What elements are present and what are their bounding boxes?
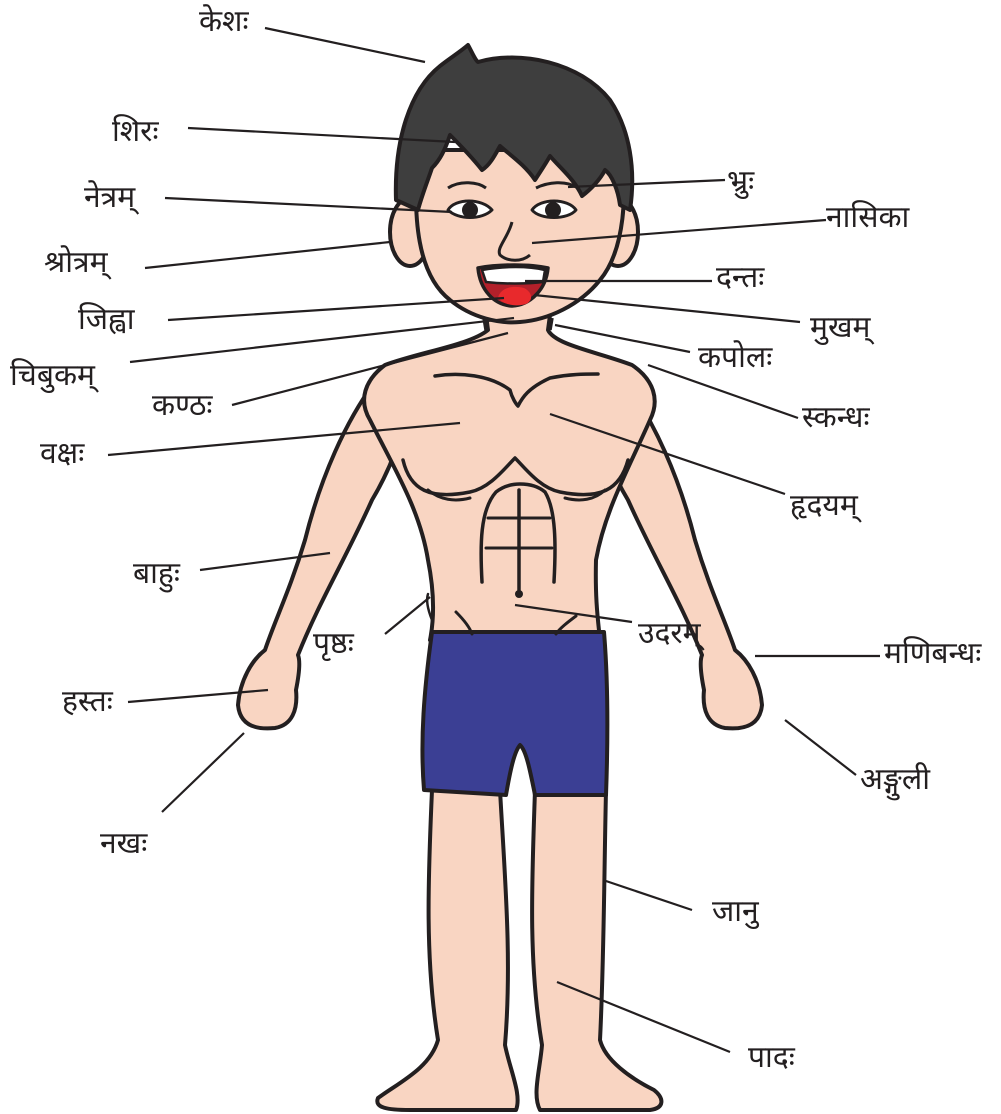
label-bhru: भ्रुः [727,164,754,200]
label-shrotram: श्रोत्रम् [44,245,108,281]
label-danta: दन्तः [716,260,764,296]
label-manibandha: मणिबन्धः [884,636,981,672]
label-nakha: नखः [100,826,147,862]
leader-shrotram [145,242,390,268]
figure-body [238,300,762,1110]
label-hasta: हस्तः [62,684,113,720]
label-vaksha: वक्षः [40,436,84,472]
shorts [422,632,607,795]
label-shira: शिरः [112,114,159,150]
label-skandha: स्कन्धः [802,400,870,436]
label-jihva: जिह्वा [78,302,135,338]
label-netram: नेत्रम् [84,180,135,216]
label-hridayam: हृदयम् [790,488,858,524]
label-janu: जानु [712,894,759,930]
leader-nakha [162,733,244,812]
right-leg [532,790,661,1110]
label-mukham: मुखम् [810,310,870,346]
leader-kesha [265,28,425,62]
label-kantha: कण्ठः [152,388,212,424]
label-udaram: उदरम् [638,616,701,652]
leader-jihva [168,298,504,320]
head [390,45,638,330]
leader-anguli [785,720,856,775]
label-kapola: कपोलः [698,340,772,376]
label-pada: पादः [748,1040,795,1076]
left-leg [377,790,517,1110]
label-kesha: केशः [199,4,249,40]
label-nasika: नासिका [826,200,909,236]
leader-mukham [534,295,800,322]
label-anguli: अङ्गुली [860,762,930,798]
label-bahu: बाहुः [133,556,180,592]
leader-janu [603,880,692,910]
leader-prishtha [385,597,430,634]
label-prishtha: पृष्ठः [313,626,354,662]
label-chibukam: चिबुकम् [10,358,95,394]
